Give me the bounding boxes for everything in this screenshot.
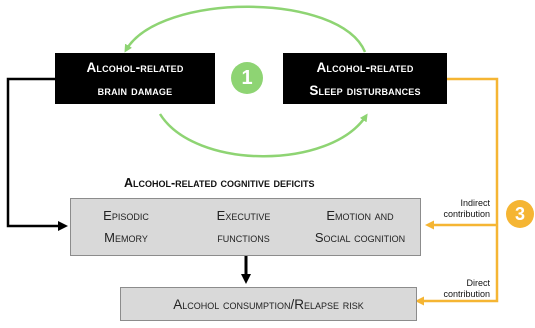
badge-three: 3 xyxy=(506,200,534,228)
indirect-line2: contribution xyxy=(443,209,490,219)
direct-line1: Direct xyxy=(466,278,490,288)
cognitive-deficits-box: Episodic Memory Executive functions Emot… xyxy=(70,198,421,256)
brain-damage-line1: Alcohol-related xyxy=(86,59,184,75)
cognitive-item-emotion-social: Emotion and Social cognition xyxy=(299,199,421,255)
direct-line2: contribution xyxy=(443,289,490,299)
black-elbow-arrow xyxy=(6,77,68,231)
cognitive-deficits-heading: Alcohol-related cognitive deficits xyxy=(124,176,315,190)
badge-three-label: 3 xyxy=(514,203,525,224)
indirect-contribution-note: Indirect contribution xyxy=(443,198,490,220)
relapse-risk-box: Alcohol consumption/Relapse risk xyxy=(120,287,417,321)
cognitive-item-line2: functions xyxy=(217,230,270,245)
cognitive-item-line2: Memory xyxy=(104,230,148,245)
cognitive-item-episodic-memory: Episodic Memory xyxy=(71,199,181,255)
cognitive-item-line1: Episodic xyxy=(103,208,149,223)
direct-contribution-note: Direct contribution xyxy=(443,278,490,300)
cognitive-item-line1: Emotion and xyxy=(326,208,394,223)
green-top-arc xyxy=(124,5,367,53)
sleep-line2: Sleep disturbances xyxy=(309,82,421,98)
green-bottom-arc xyxy=(158,113,368,158)
orange-trunk xyxy=(415,77,499,306)
brain-damage-box: Alcohol-related brain damage xyxy=(55,53,215,104)
sleep-disturbances-box: Alcohol-related Sleep disturbances xyxy=(283,53,447,104)
relapse-risk-label: Alcohol consumption/Relapse risk xyxy=(173,296,364,312)
badge-one-label: 1 xyxy=(241,66,253,89)
badge-one: 1 xyxy=(231,62,263,94)
cognitive-item-line2: Social cognition xyxy=(314,230,406,245)
indirect-line1: Indirect xyxy=(460,198,490,208)
brain-damage-line2: brain damage xyxy=(97,82,173,98)
cognitive-item-executive-functions: Executive functions xyxy=(186,199,301,255)
cognitive-item-line1: Executive xyxy=(216,208,271,223)
sleep-line1: Alcohol-related xyxy=(316,59,414,75)
